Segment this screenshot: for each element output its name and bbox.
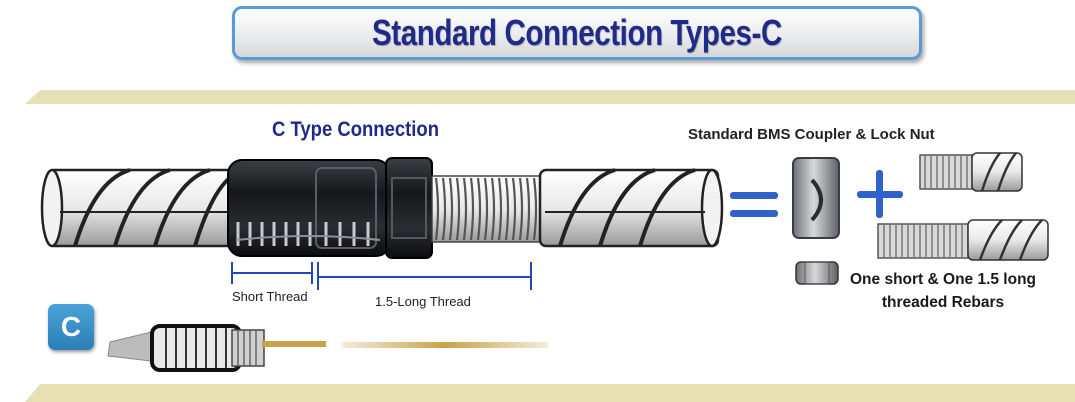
small-lock-nut-image: [795, 261, 839, 285]
type-c-badge: C: [48, 304, 94, 350]
right-rebar: [538, 168, 724, 248]
short-thread-label: Short Thread: [232, 289, 308, 304]
top-band: [25, 90, 1075, 104]
coupler-product-image: [792, 157, 840, 239]
long-threaded-rebar-image: [877, 219, 1049, 261]
coupler-title: Standard BMS Coupler & Lock Nut: [688, 126, 935, 143]
plus-icon: [857, 170, 903, 218]
bottom-band: [25, 384, 1075, 402]
connection-title: C Type Connection: [272, 118, 440, 141]
long-thread-label: 1.5-Long Thread: [375, 294, 471, 309]
title-banner: Standard Connection Types-C: [232, 6, 922, 60]
rebar-description: One short & One 1.5 long threaded Rebars: [850, 268, 1036, 314]
dimension-lines: [231, 262, 532, 290]
short-threaded-rebar-image: [919, 152, 1023, 192]
lock-nut: [385, 157, 433, 259]
assembly-preview: [107, 324, 548, 372]
badge-letter: C: [60, 311, 82, 342]
equals-icon: [730, 192, 778, 217]
page-title: Standard Connection Types-C: [372, 12, 782, 53]
description-line-2: threaded Rebars: [881, 294, 1005, 311]
left-rebar: [40, 168, 242, 248]
threaded-section: [431, 175, 543, 243]
description-line-1: One short & One 1.5 long: [850, 271, 1037, 288]
coupler: [227, 159, 391, 257]
